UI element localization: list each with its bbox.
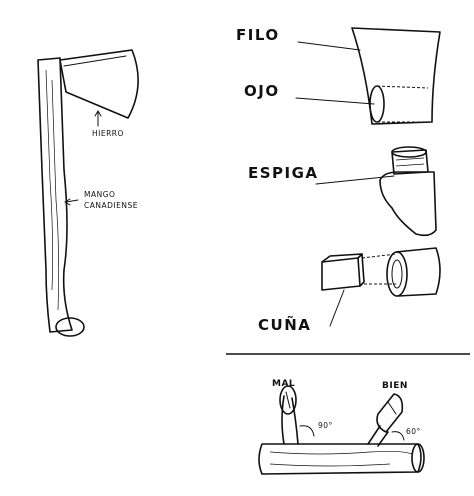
espiga-leader [315, 175, 395, 185]
mal-bien-detail [258, 385, 425, 475]
filo-leader [297, 41, 361, 51]
cuna-leader [329, 289, 345, 327]
bien-label: BIEN [382, 381, 408, 391]
cuna-detail [321, 247, 441, 327]
angle-90-label: 90° [318, 421, 333, 430]
mal-label: MAL [272, 379, 295, 389]
full-axe-drawing [37, 49, 139, 337]
mango-arrow [65, 199, 79, 203]
angle-60-label: 60° [406, 427, 421, 436]
filo-label: FILO [236, 26, 280, 44]
mango-label-line2: CANADIENSE [84, 201, 138, 210]
cuna-label: CUÑA [258, 315, 311, 334]
axe-head [59, 49, 139, 119]
axe-head-detail [295, 27, 441, 125]
ojo-leader [295, 97, 375, 105]
handle-ring [55, 317, 85, 337]
espiga-detail [315, 146, 437, 237]
mango-label-line1: MANGO [84, 190, 115, 199]
hierro-label: HIERRO [92, 129, 124, 138]
log [258, 443, 422, 475]
axe-handle [37, 57, 73, 333]
espiga-label: ESPIGA [248, 164, 319, 182]
ojo-label: OJO [244, 82, 280, 100]
